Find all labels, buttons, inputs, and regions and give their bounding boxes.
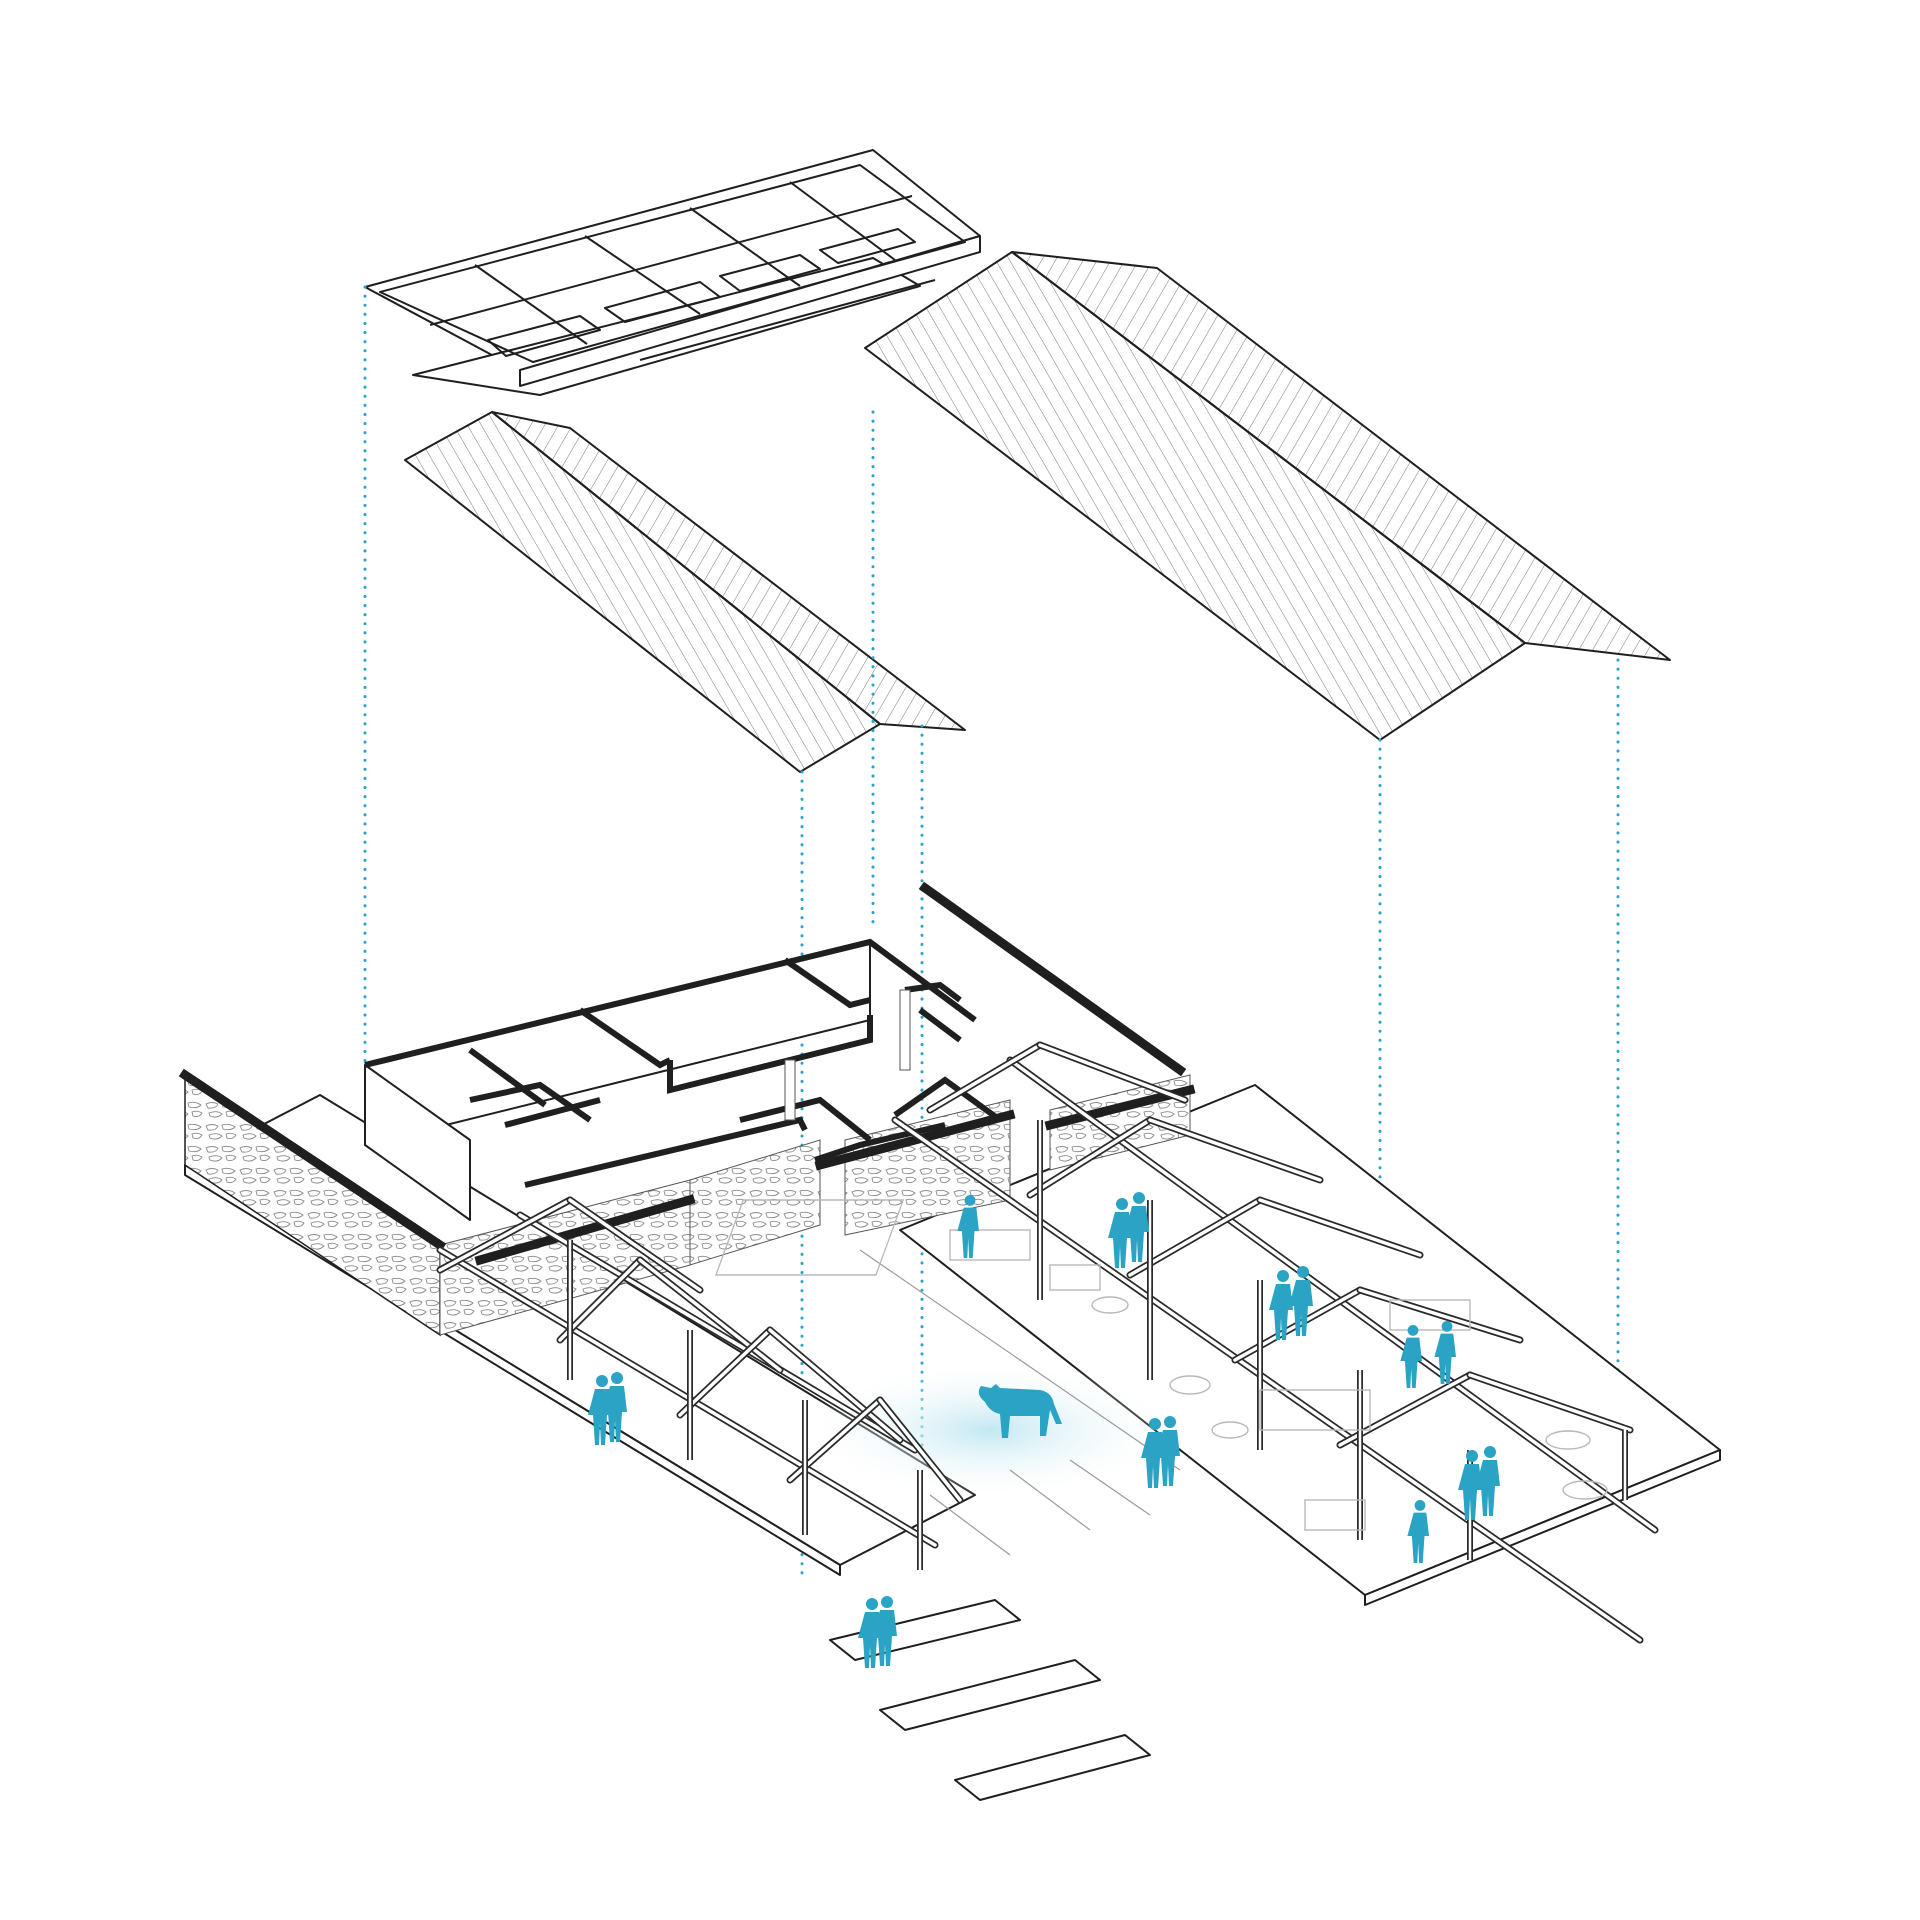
person-9-head [866, 1598, 878, 1610]
person-4-head [1133, 1192, 1145, 1204]
right-truss-5-b-highlight [1468, 1373, 1632, 1432]
person-12-head [1484, 1446, 1496, 1458]
person-13 [1400, 1325, 1422, 1388]
person-4 [1125, 1192, 1149, 1262]
person-2 [603, 1372, 627, 1442]
person-6 [1289, 1266, 1313, 1336]
person-15 [1407, 1500, 1429, 1563]
person-15-body [1407, 1512, 1429, 1563]
right-ridge-beam-outer-highlight [893, 1118, 1642, 1642]
person-8-body [1156, 1430, 1180, 1486]
person-10 [873, 1596, 897, 1666]
left-truss-2-b-highlight [638, 1258, 782, 1372]
courtyard-glow [800, 1360, 1180, 1500]
person-12 [1476, 1446, 1500, 1516]
person-11-body [1458, 1464, 1482, 1520]
person-3-head [1116, 1198, 1128, 1210]
person-12-body [1476, 1460, 1500, 1516]
cafe-furniture [714, 1199, 1608, 1531]
person-5 [1269, 1270, 1293, 1340]
gable-roof-left [404, 411, 966, 773]
person-8-head [1164, 1416, 1176, 1428]
person-6-body [1289, 1280, 1313, 1336]
person-15-head [1414, 1500, 1426, 1511]
right-truss-2-b-highlight [1148, 1118, 1322, 1182]
person-4-body [1125, 1206, 1149, 1262]
person-7-head [1149, 1418, 1161, 1430]
person-3-body [1108, 1212, 1132, 1268]
person-14-body [1434, 1333, 1456, 1384]
person-11 [1458, 1450, 1482, 1520]
person-1-head [596, 1375, 608, 1387]
person-16-head [964, 1195, 976, 1206]
roof-framing-grid [364, 149, 981, 396]
right-truss-2-a-highlight [1028, 1118, 1152, 1197]
person-8 [1156, 1416, 1180, 1486]
person-2-body [603, 1386, 627, 1442]
cow-icon [978, 1384, 1062, 1438]
person-6-head [1297, 1266, 1309, 1278]
left-truss-3-b-highlight [768, 1328, 902, 1442]
person-14-head [1441, 1321, 1453, 1332]
right-truss-1-b-highlight [1038, 1043, 1187, 1102]
people-figures [588, 1192, 1500, 1668]
left-truss-4-b-highlight [878, 1398, 962, 1502]
stone-wall [178, 881, 1196, 1337]
person-16-body [957, 1207, 979, 1258]
gable-roof-right [864, 251, 1671, 741]
left-truss-3-a-highlight [678, 1328, 772, 1417]
person-10-body [873, 1610, 897, 1666]
person-10-head [881, 1596, 893, 1608]
person-11-head [1466, 1450, 1478, 1462]
person-3 [1108, 1198, 1132, 1268]
person-2-head [611, 1372, 623, 1384]
right-truss-4-b-highlight [1358, 1288, 1522, 1342]
right-truss-1-a-highlight [928, 1043, 1042, 1112]
left-truss-1-b-highlight [568, 1198, 702, 1292]
person-13-head [1407, 1325, 1419, 1336]
stepping-stones [829, 1599, 1151, 1801]
left-truss-1-a-highlight [438, 1198, 572, 1272]
right-truss-3-b-highlight [1258, 1198, 1422, 1257]
person-13-body [1400, 1337, 1422, 1388]
person-16 [957, 1195, 979, 1258]
person-14 [1434, 1321, 1456, 1384]
person-5-body [1269, 1284, 1293, 1340]
left-truss-2-a-highlight [558, 1258, 642, 1342]
person-5-head [1277, 1270, 1289, 1282]
left-ridge-beam-inner-highlight [518, 1213, 917, 1452]
